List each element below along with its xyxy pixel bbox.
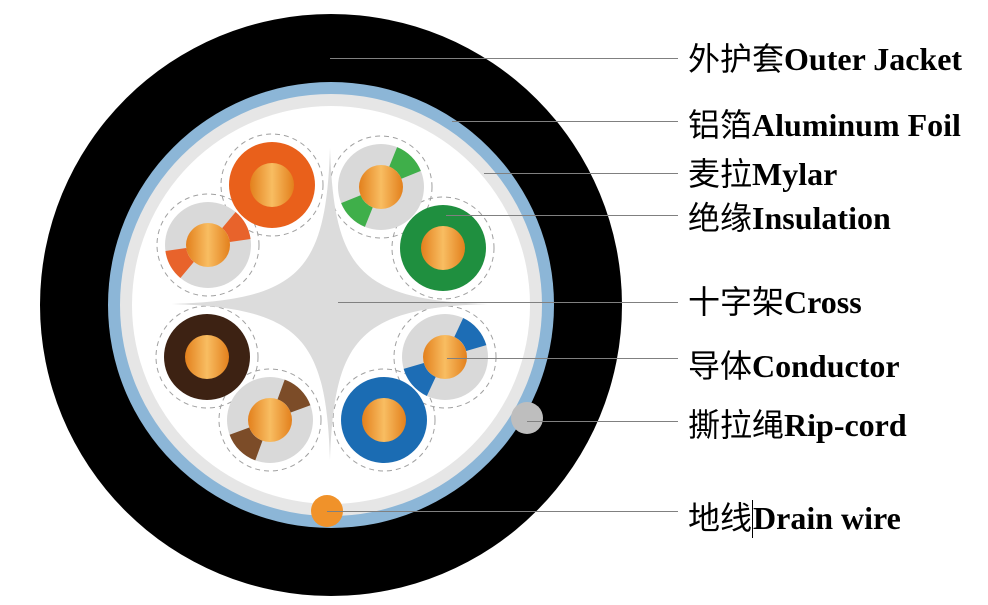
brown-white-dashed-outline (218, 368, 322, 472)
green-white-wire (338, 144, 424, 230)
label-conductor-zh: 导体 (688, 348, 753, 384)
orange-dashed-outline (220, 133, 324, 237)
blue-white-stripe-2 (403, 363, 436, 396)
blue-white-conductor (423, 335, 467, 379)
label-rip-cord-en: Rip-cord (784, 407, 907, 443)
leader-lines (327, 58, 678, 512)
orange-white-dashed-outline (156, 193, 260, 297)
blue-wire (341, 377, 427, 463)
brown-white-stripe-2 (229, 427, 263, 461)
label-insulation-zh: 绝缘 (688, 200, 753, 236)
blue-conductor (362, 398, 406, 442)
label-aluminum-foil: 铝箔Aluminum Foil (688, 107, 961, 143)
brown-dashed-outline (155, 305, 259, 409)
blue-white-stripe-1 (454, 318, 487, 351)
label-insulation-en: Insulation (752, 200, 891, 236)
label-mylar-en: Mylar (752, 156, 838, 192)
brown-wire (164, 314, 250, 400)
pair-dashed-outlines (155, 133, 497, 472)
green-conductor (421, 226, 465, 270)
label-rip-cord-zh: 撕拉绳 (688, 407, 785, 443)
label-cross-zh: 十字架 (688, 284, 785, 320)
twisted-pair-wires (164, 142, 488, 463)
blue-white-wire (402, 314, 488, 400)
label-cross: 十字架Cross (688, 284, 862, 320)
brown-conductor (185, 335, 229, 379)
label-conductor: 导体Conductor (688, 348, 900, 384)
label-drain-wire: 地线Drain wire (688, 500, 901, 538)
label-outer-jacket-zh: 外护套 (688, 41, 785, 77)
brown-white-stripe-1 (277, 379, 311, 413)
blue-white-dashed-outline (393, 305, 497, 409)
blue-dashed-outline (332, 368, 436, 472)
label-cross-en: Cross (784, 284, 862, 320)
orange-white-wire (165, 202, 251, 288)
green-dashed-outline (391, 196, 495, 300)
orange-white-stripe-1 (222, 212, 251, 242)
green-white-dashed-outline (329, 135, 433, 239)
orange-white-conductor (186, 223, 230, 267)
rip-cord (511, 402, 543, 434)
label-outer-jacket: 外护套Outer Jacket (688, 41, 962, 77)
label-drain-wire-zh: 地线 (688, 500, 753, 536)
label-mylar-zh: 麦拉 (688, 156, 753, 192)
brown-white-wire (227, 377, 313, 463)
label-insulation: 绝缘Insulation (688, 200, 891, 236)
label-conductor-en: Conductor (752, 348, 900, 384)
orange-wire (229, 142, 315, 228)
label-rip-cord: 撕拉绳Rip-cord (688, 407, 907, 443)
orange-conductor (250, 163, 294, 207)
brown-white-conductor (248, 398, 292, 442)
label-aluminum-foil-en: Aluminum Foil (752, 107, 961, 143)
cross-separator (172, 148, 488, 460)
label-outer-jacket-en: Outer Jacket (784, 41, 963, 77)
label-mylar: 麦拉Mylar (688, 156, 837, 192)
green-white-conductor (359, 165, 403, 209)
green-wire (400, 205, 486, 291)
green-white-stripe-2 (341, 195, 373, 227)
orange-white-stripe-2 (165, 248, 194, 278)
green-white-stripe-1 (389, 147, 421, 179)
label-aluminum-foil-zh: 铝箔 (688, 107, 753, 143)
label-drain-wire-en: Drain wire (753, 500, 901, 536)
text-cursor (752, 500, 754, 538)
